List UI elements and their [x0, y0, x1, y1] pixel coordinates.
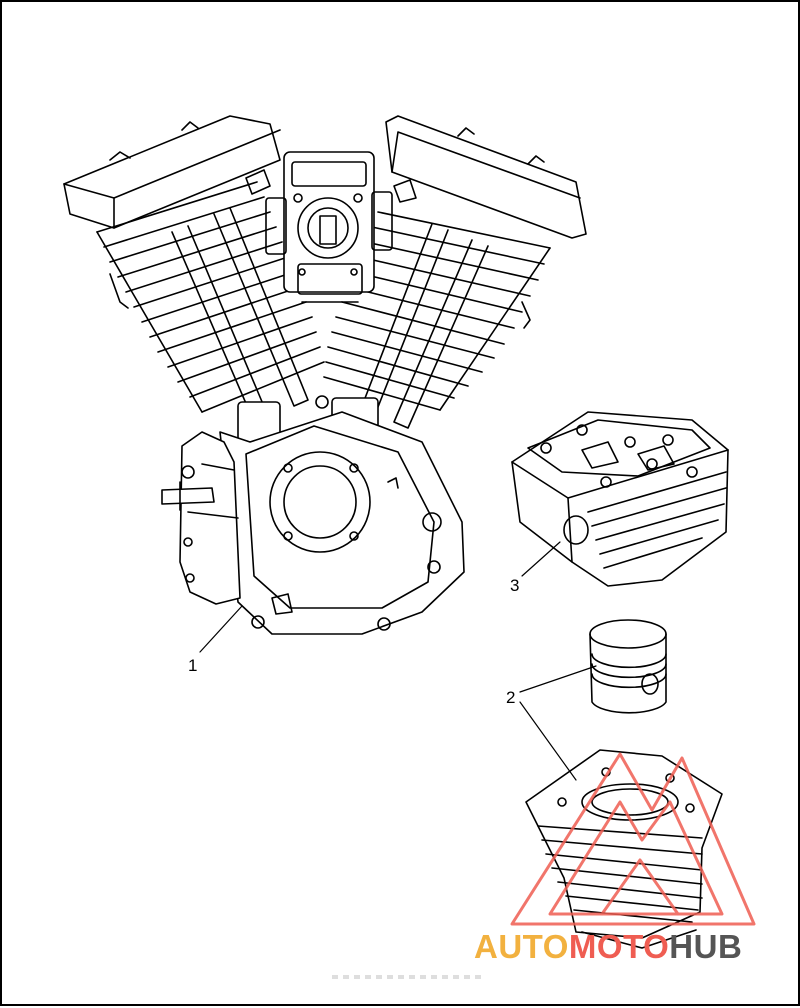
- right-cylinder-fins: [323, 211, 551, 411]
- cam-cover: [161, 431, 241, 605]
- faint-caption-mark: [332, 975, 482, 979]
- piston: [589, 619, 667, 714]
- watermark-logo: AUTOMOTOHUB: [474, 930, 742, 963]
- watermark-part-moto: MOTO: [568, 928, 670, 965]
- watermark-triangle: [510, 752, 756, 926]
- leader-lines: [199, 541, 597, 781]
- callout-3: 3: [510, 576, 520, 595]
- carburetor: [265, 151, 393, 303]
- callout-1: 1: [188, 656, 198, 675]
- watermark-part-hub: HUB: [669, 928, 743, 965]
- watermark-part-auto: AUTO: [474, 928, 569, 965]
- callout-2: 2: [506, 688, 516, 707]
- cylinder-head: [511, 411, 729, 587]
- engine-assembly: [63, 115, 587, 635]
